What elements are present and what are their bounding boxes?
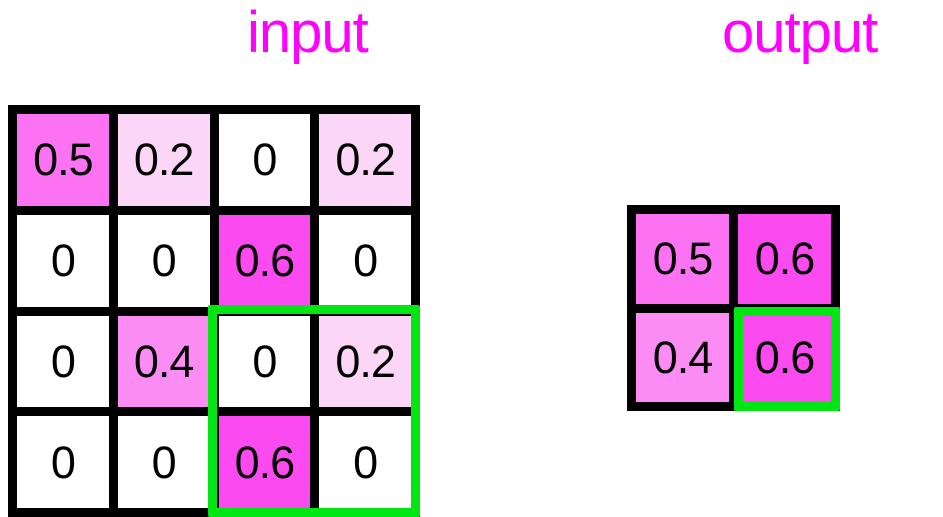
input-matrix-cell-value: 0.2	[133, 134, 195, 186]
input-matrix-cell: 0.2	[319, 114, 411, 206]
input-matrix-cell: 0	[17, 416, 109, 508]
output-title: output	[722, 0, 878, 65]
input-matrix-cell: 0	[17, 214, 109, 307]
input-matrix-cell-value: 0.4	[133, 335, 195, 387]
input-matrix-cell-value: 0.6	[234, 436, 296, 488]
input-matrix-cell-value: 0	[252, 134, 277, 186]
output-matrix-cell: 0.6	[738, 312, 831, 402]
input-matrix-cell-value: 0	[50, 436, 76, 488]
input-matrix-cell: 0.6	[218, 416, 311, 508]
input-matrix-cell-value: 0	[353, 436, 378, 488]
output-matrix-cell-value: 0.6	[754, 233, 816, 285]
input-matrix-cell-value: 0.5	[33, 134, 94, 186]
input-matrix-cell-value: 0.6	[234, 235, 296, 287]
input-matrix-cell-value: 0	[252, 335, 277, 387]
input-matrix-cell-value: 0.2	[335, 134, 396, 186]
input-matrix-cell-value: 0	[50, 235, 76, 287]
output-matrix-cell: 0.5	[636, 214, 729, 304]
input-matrix-cell: 0.2	[319, 315, 411, 408]
input-matrix-cell: 0	[218, 315, 311, 408]
input-matrix-cell-value: 0	[353, 235, 378, 287]
input-matrix-cell: 0	[17, 315, 109, 408]
input-matrix-cell-value: 0	[151, 436, 177, 488]
input-matrix-cell: 0	[319, 416, 411, 508]
input-matrix-cell: 0.4	[117, 315, 210, 408]
input-matrix-cell: 0.6	[218, 214, 311, 307]
output-matrix-cell-value: 0.4	[652, 331, 714, 383]
input-matrix-cell-value: 0	[50, 335, 76, 387]
input-matrix-cell: 0	[218, 114, 311, 206]
input-matrix: 0.5 0.2 0 0.2 0 0 0.6 0 0 0.4 0 0.2 0 0 0.6 0	[8, 105, 420, 517]
input-matrix-cell: 0	[117, 416, 210, 508]
input-matrix-cell: 0.5	[17, 114, 109, 206]
output-matrix-cell-value: 0.5	[652, 233, 714, 285]
output-matrix-cell-value: 0.6	[754, 331, 816, 383]
input-matrix-cell: 0	[117, 214, 210, 307]
input-title: input	[247, 0, 369, 65]
output-matrix-cell: 0.6	[738, 214, 831, 304]
input-matrix-cell: 0	[319, 214, 411, 307]
input-matrix-cell: 0.2	[117, 114, 210, 206]
input-matrix-cell-value: 0	[151, 235, 177, 287]
output-matrix: 0.5 0.6 0.4 0.6	[627, 205, 840, 411]
input-matrix-cell-value: 0.2	[335, 335, 396, 387]
output-matrix-cell: 0.4	[636, 312, 729, 402]
